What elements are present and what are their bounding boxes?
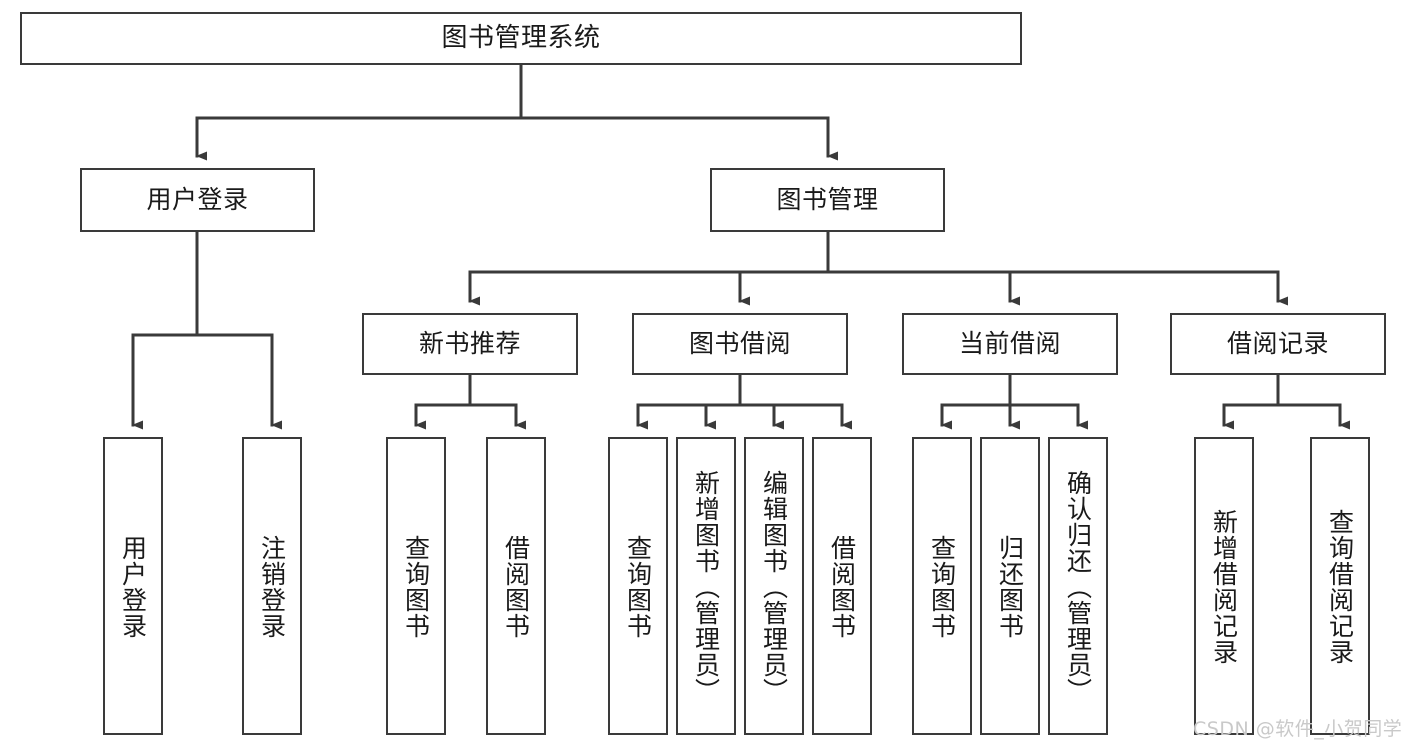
leaf-return-book[interactable]: 归还图书 bbox=[980, 437, 1040, 735]
node-label: 用户登录 bbox=[146, 184, 249, 214]
leaf-query-book-borrow[interactable]: 查询图书 bbox=[608, 437, 668, 735]
node-label: 用户登录 bbox=[118, 535, 148, 639]
connector-book-borrow-branch bbox=[636, 373, 852, 430]
node-label: 当前借阅 bbox=[958, 328, 1061, 358]
node-label: 借阅记录 bbox=[1226, 328, 1329, 358]
connector-user-login-branch bbox=[131, 230, 282, 430]
leaf-add-borrow-record[interactable]: 新增借阅记录 bbox=[1194, 437, 1254, 735]
leaf-edit-book[interactable]: 编辑图书（管理员） bbox=[744, 437, 804, 735]
node-label: 新书推荐 bbox=[418, 328, 521, 358]
connector-root-trunk bbox=[195, 63, 838, 161]
leaf-user-login[interactable]: 用户登录 bbox=[103, 437, 163, 735]
leaf-confirm-return[interactable]: 确认归还（管理员） bbox=[1048, 437, 1108, 735]
node-label: 确认归还（管理员） bbox=[1063, 470, 1093, 704]
node-label: 编辑图书（管理员） bbox=[759, 470, 789, 704]
leaf-borrow-book-recommend[interactable]: 借阅图书 bbox=[486, 437, 546, 735]
connector-borrow-record-branch bbox=[1222, 373, 1350, 430]
node-label: 查询图书 bbox=[927, 535, 957, 639]
leaf-query-book-recommend[interactable]: 查询图书 bbox=[386, 437, 446, 735]
node-label: 图书管理系统 bbox=[441, 22, 601, 53]
node-label: 借阅图书 bbox=[501, 535, 531, 639]
node-label: 借阅图书 bbox=[827, 535, 857, 639]
node-label: 查询借阅记录 bbox=[1325, 509, 1355, 665]
node-user-login[interactable]: 用户登录 bbox=[80, 168, 315, 232]
node-label: 新增借阅记录 bbox=[1209, 509, 1239, 665]
leaf-logout-login[interactable]: 注销登录 bbox=[242, 437, 302, 735]
leaf-borrow-book[interactable]: 借阅图书 bbox=[812, 437, 872, 735]
node-root-book-management-system[interactable]: 图书管理系统 bbox=[20, 12, 1022, 65]
node-new-book-recommend[interactable]: 新书推荐 bbox=[362, 313, 578, 375]
leaf-query-borrow-record[interactable]: 查询借阅记录 bbox=[1310, 437, 1370, 735]
leaf-query-book-current[interactable]: 查询图书 bbox=[912, 437, 972, 735]
node-book-borrow[interactable]: 图书借阅 bbox=[632, 313, 848, 375]
connector-book-manage-branch bbox=[468, 230, 1288, 306]
connector-new-book-recommend-branch bbox=[414, 373, 526, 430]
node-book-manage[interactable]: 图书管理 bbox=[710, 168, 945, 232]
node-label: 归还图书 bbox=[995, 535, 1025, 639]
node-label: 图书管理 bbox=[776, 184, 879, 214]
node-label: 注销登录 bbox=[257, 535, 287, 639]
node-label: 新增图书（管理员） bbox=[691, 470, 721, 704]
leaf-add-book[interactable]: 新增图书（管理员） bbox=[676, 437, 736, 735]
connector-current-borrow-branch bbox=[940, 373, 1088, 430]
node-label: 图书借阅 bbox=[688, 328, 791, 358]
node-label: 查询图书 bbox=[401, 535, 431, 639]
node-label: 查询图书 bbox=[623, 535, 653, 639]
node-current-borrow[interactable]: 当前借阅 bbox=[902, 313, 1118, 375]
node-borrow-record[interactable]: 借阅记录 bbox=[1170, 313, 1386, 375]
